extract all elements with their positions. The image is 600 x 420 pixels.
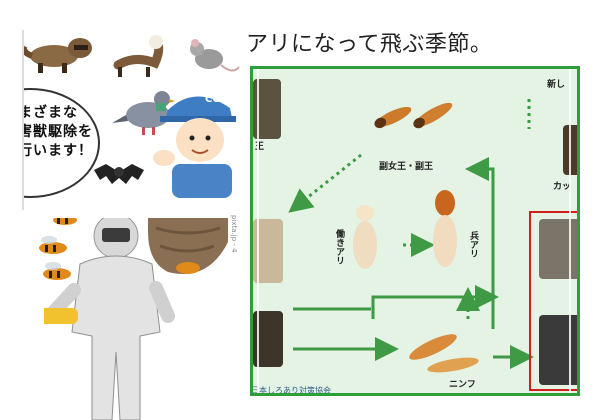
termite-lifecycle-diagram: 王 副女王・副王 働きアリ 兵アリ ニンフ 新し カッ 日本しろあり対策協会 bbox=[250, 66, 580, 396]
speech-bubble-text: まざまな 害獣駆除を 行います！ bbox=[18, 104, 108, 161]
cgs-worker-illustration bbox=[153, 96, 236, 198]
panel-top-gap bbox=[0, 212, 238, 218]
highlight-red-box bbox=[529, 211, 577, 391]
speech-line-3: 行います！ bbox=[18, 143, 93, 159]
swarm-photo-bottom bbox=[539, 315, 577, 385]
collage-left-margin bbox=[0, 0, 24, 210]
label-secondary-reproductives: 副女王・副王 bbox=[379, 162, 434, 172]
label-new-partial: 新し bbox=[547, 80, 566, 90]
soldier-termite bbox=[433, 190, 457, 267]
label-worker: 働きアリ bbox=[334, 229, 344, 265]
pest-collage: CGS まざまな 害獣駆除を 行います！ bbox=[0, 0, 240, 210]
label-nymph: ニンフ bbox=[449, 380, 476, 390]
tanuki-illustration bbox=[22, 38, 92, 73]
worker-termite bbox=[353, 205, 377, 269]
collage-guide-line bbox=[22, 30, 24, 210]
rat-illustration bbox=[190, 39, 240, 72]
guide-line-right bbox=[569, 69, 571, 393]
guide-line-left bbox=[257, 69, 259, 393]
lifecycle-arrows bbox=[288, 99, 534, 369]
page-headline: アリになって飛ぶ季節。 bbox=[246, 32, 493, 57]
protective-suit-worker bbox=[44, 213, 175, 420]
pigeon-illustration bbox=[112, 91, 175, 135]
speech-line-1: まざまな bbox=[18, 105, 78, 121]
weasel-illustration bbox=[113, 35, 164, 77]
label-couple-partial: カッ bbox=[553, 182, 572, 192]
label-king: 王 bbox=[255, 142, 265, 152]
hornet-nest-illustration bbox=[148, 212, 228, 274]
speech-line-2: 害獣駆除を bbox=[18, 124, 93, 140]
alate-photo-right bbox=[563, 125, 577, 175]
bat-illustration bbox=[94, 164, 144, 184]
cap-logo-text: CGS bbox=[205, 94, 228, 105]
nymph-termites bbox=[409, 334, 479, 373]
alate-termites bbox=[374, 102, 453, 129]
image-credit-watermark: pixta.jp - 4 bbox=[230, 215, 238, 253]
hornet-removal-panel bbox=[0, 212, 238, 420]
diagram-footer-credit: 日本しろあり対策協会 bbox=[251, 386, 331, 395]
swarm-photo-top bbox=[539, 219, 577, 279]
label-soldier: 兵アリ bbox=[468, 231, 478, 258]
